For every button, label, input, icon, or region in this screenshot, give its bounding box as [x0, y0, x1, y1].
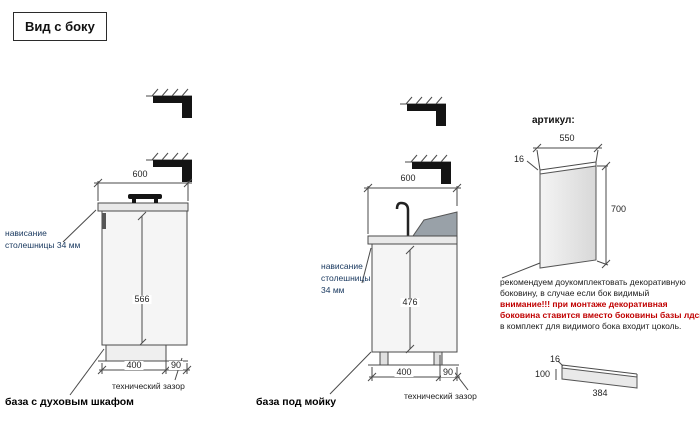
- countertop-bracket-icon: [405, 154, 451, 184]
- dimension-bottom: [97, 348, 192, 375]
- countertop: [97, 202, 189, 212]
- oven-dim-top: 600: [130, 169, 150, 179]
- dimension-width: [532, 143, 603, 171]
- leader-line: [501, 262, 541, 279]
- faucet-icon: [395, 201, 410, 236]
- panel-warning-line2: боковина ставится вместо боковины базы л…: [500, 310, 700, 320]
- dimension-top: [93, 178, 193, 201]
- panel-edge: [539, 161, 597, 174]
- dimension-top: [363, 183, 462, 234]
- leader-line: [62, 209, 97, 243]
- countertop: [367, 235, 458, 245]
- panel-note-line1: рекомендуем доукомплектовать декоративну…: [500, 277, 686, 287]
- panel-face: [539, 165, 597, 269]
- panel-warning-line1: внимание!!! при монтаже декоративная: [500, 299, 668, 309]
- sink-base-caption: база под мойку: [256, 396, 337, 408]
- plinth-dim-height: 100: [535, 369, 551, 379]
- panel-header: артикул:: [532, 115, 575, 126]
- leg: [433, 351, 443, 366]
- page-title: Вид с боку: [13, 12, 107, 41]
- side-panel-drawing: [501, 143, 638, 389]
- oven-dim-gap: 90: [168, 360, 184, 370]
- sink-overhang-label-line2: столешницы: [321, 273, 371, 283]
- oven-overhang-label-line1: нависание: [5, 228, 47, 238]
- leader-line: [361, 247, 372, 284]
- countertop-bracket-icon: [400, 96, 446, 126]
- countertop-bracket-icon: [146, 88, 192, 118]
- panel-dim-thickness: 16: [514, 154, 525, 164]
- leader-line: [329, 351, 372, 395]
- oven-overhang-label-line2: столешницы 34 мм: [5, 240, 81, 250]
- panel-note-line3: в комплект для видимого бока входит цоко…: [500, 321, 682, 331]
- leader-line: [526, 160, 539, 171]
- panel-dim-width: 550: [557, 133, 577, 143]
- panel-note-line2: боковину, в случае если бок видимый: [500, 288, 650, 298]
- oven-base-caption: база с духовым шкафом: [5, 396, 134, 408]
- sink-dim-depth: 400: [394, 367, 414, 377]
- oven-dim-depth: 400: [124, 360, 144, 370]
- dimension-height: [596, 161, 611, 269]
- sink-icon: [412, 211, 458, 237]
- door-hinge-detail: [102, 213, 106, 229]
- sink-dim-top: 600: [398, 173, 418, 183]
- sink-dim-gap: 90: [440, 367, 456, 377]
- oven-dim-height: 566: [132, 294, 152, 304]
- sink-base-drawing: [329, 96, 469, 395]
- plinth-strip: [555, 360, 638, 389]
- oven-handle-icon: [128, 194, 162, 203]
- plinth: [105, 344, 167, 362]
- dimension-bottom: [367, 355, 462, 382]
- cabinet-body: [101, 210, 188, 346]
- sink-overhang-label-line3: 34 мм: [321, 285, 345, 295]
- oven-gap-label: технический зазор: [112, 381, 185, 391]
- sink-dim-height: 476: [400, 297, 420, 307]
- countertop-bracket-icon: [146, 152, 192, 182]
- plinth-dim-length: 384: [590, 388, 610, 398]
- sink-gap-label: технический зазор: [404, 391, 477, 401]
- leader-line: [69, 348, 105, 396]
- leg: [379, 351, 389, 366]
- plinth-dim-thickness: 16: [550, 354, 561, 364]
- oven-base-drawing: [62, 88, 193, 396]
- panel-dim-height: 700: [611, 204, 627, 214]
- sink-overhang-label-line1: нависание: [321, 261, 363, 271]
